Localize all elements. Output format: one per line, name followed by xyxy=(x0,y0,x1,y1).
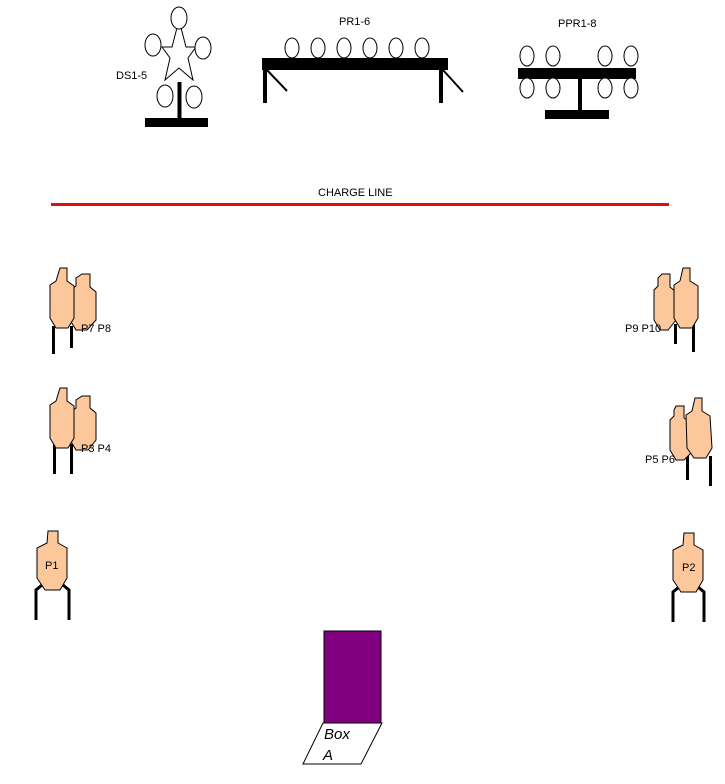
p5-stand-right xyxy=(709,456,712,486)
p7-stand-right xyxy=(70,326,73,348)
p2-stand-right xyxy=(697,585,706,622)
p8-target-icon xyxy=(69,273,97,331)
ds-plate-3 xyxy=(194,36,212,60)
pr-brace-left xyxy=(266,69,288,92)
paper-target-p9-p10: P9 P10 xyxy=(625,267,699,352)
paper-target-p5-p6: P5 P6 xyxy=(645,397,713,486)
p2-label: P2 xyxy=(682,562,695,574)
ds-base xyxy=(145,118,208,127)
box-a-label-line2: A xyxy=(322,747,333,764)
p10-target-icon xyxy=(673,267,699,329)
p7-p8-label: P7 P8 xyxy=(81,323,111,335)
ds-post xyxy=(177,82,182,120)
popper-rack-target: PPR1-8 xyxy=(518,18,639,119)
paper-target-p7-p8: P7 P8 xyxy=(49,267,111,354)
p3-stand-left xyxy=(53,444,56,474)
p6-target-icon xyxy=(685,397,713,459)
paper-target-p1: P1 xyxy=(34,530,71,620)
ppr-plate-8 xyxy=(623,77,639,99)
ppr-plate-5 xyxy=(519,77,535,99)
ds-plate-4 xyxy=(156,84,174,108)
ds-plate-1 xyxy=(170,6,188,30)
pr-brace-right xyxy=(442,69,464,93)
p9-target-icon xyxy=(653,273,677,331)
ppr-label: PPR1-8 xyxy=(558,18,597,30)
ds-plate-2 xyxy=(144,33,162,57)
ppr-base xyxy=(545,110,609,119)
p3-p4-label: P3 P4 xyxy=(81,443,111,455)
ppr-post xyxy=(578,78,582,112)
ppr-plate-6 xyxy=(545,77,561,99)
pr-plate-1 xyxy=(284,37,300,59)
p3-stand-right xyxy=(70,444,73,474)
ppr-plate-3 xyxy=(597,45,613,67)
pr-leg-left xyxy=(263,68,267,103)
p7-stand-left xyxy=(52,326,55,354)
pr-plate-4 xyxy=(362,37,378,59)
ppr-plate-2 xyxy=(545,45,561,67)
pr-leg-right xyxy=(439,68,443,103)
p9-stand-right xyxy=(692,324,695,352)
p9-stand-left xyxy=(674,324,677,344)
p2-target-icon xyxy=(672,532,704,593)
p7-target-icon xyxy=(49,267,75,329)
pr-label: PR1-6 xyxy=(339,16,370,28)
p1-label: P1 xyxy=(45,560,58,572)
pr-plate-5 xyxy=(388,37,404,59)
p4-target-icon xyxy=(69,395,97,451)
paper-target-p2: P2 xyxy=(671,532,706,622)
ds-star-icon xyxy=(161,18,197,82)
p5-stand-left xyxy=(686,456,689,480)
p1-stand-left xyxy=(34,583,43,620)
pr-plate-3 xyxy=(336,37,352,59)
charge-line-bar xyxy=(51,203,669,206)
charge-line: CHARGE LINE xyxy=(51,187,669,206)
p1-target-icon xyxy=(36,530,68,591)
plate-rack-target: PR1-6 xyxy=(262,16,464,103)
dueling-star-target: DS1-5 xyxy=(116,6,212,127)
box-a-fill xyxy=(323,630,382,724)
ppr-bar xyxy=(518,68,636,79)
pr-plate-6 xyxy=(414,37,430,59)
pr-plate-2 xyxy=(310,37,326,59)
box-a: Box A xyxy=(302,630,383,765)
box-a-label-line1: Box xyxy=(324,726,350,743)
ppr-plate-7 xyxy=(597,77,613,99)
charge-line-label: CHARGE LINE xyxy=(318,187,393,199)
p2-stand-left xyxy=(671,585,680,622)
p9-p10-label: P9 P10 xyxy=(625,323,661,335)
ppr-plate-4 xyxy=(623,45,639,67)
ds-label: DS1-5 xyxy=(116,70,147,82)
ds-plate-5 xyxy=(185,85,203,109)
p3-target-icon xyxy=(49,387,75,449)
paper-target-p3-p4: P3 P4 xyxy=(49,387,111,474)
p5-p6-label: P5 P6 xyxy=(645,454,675,466)
box-a-floor-marker xyxy=(302,722,383,765)
p1-stand-right xyxy=(62,583,71,620)
ppr-plate-1 xyxy=(519,45,535,67)
pr-bar xyxy=(262,58,448,70)
